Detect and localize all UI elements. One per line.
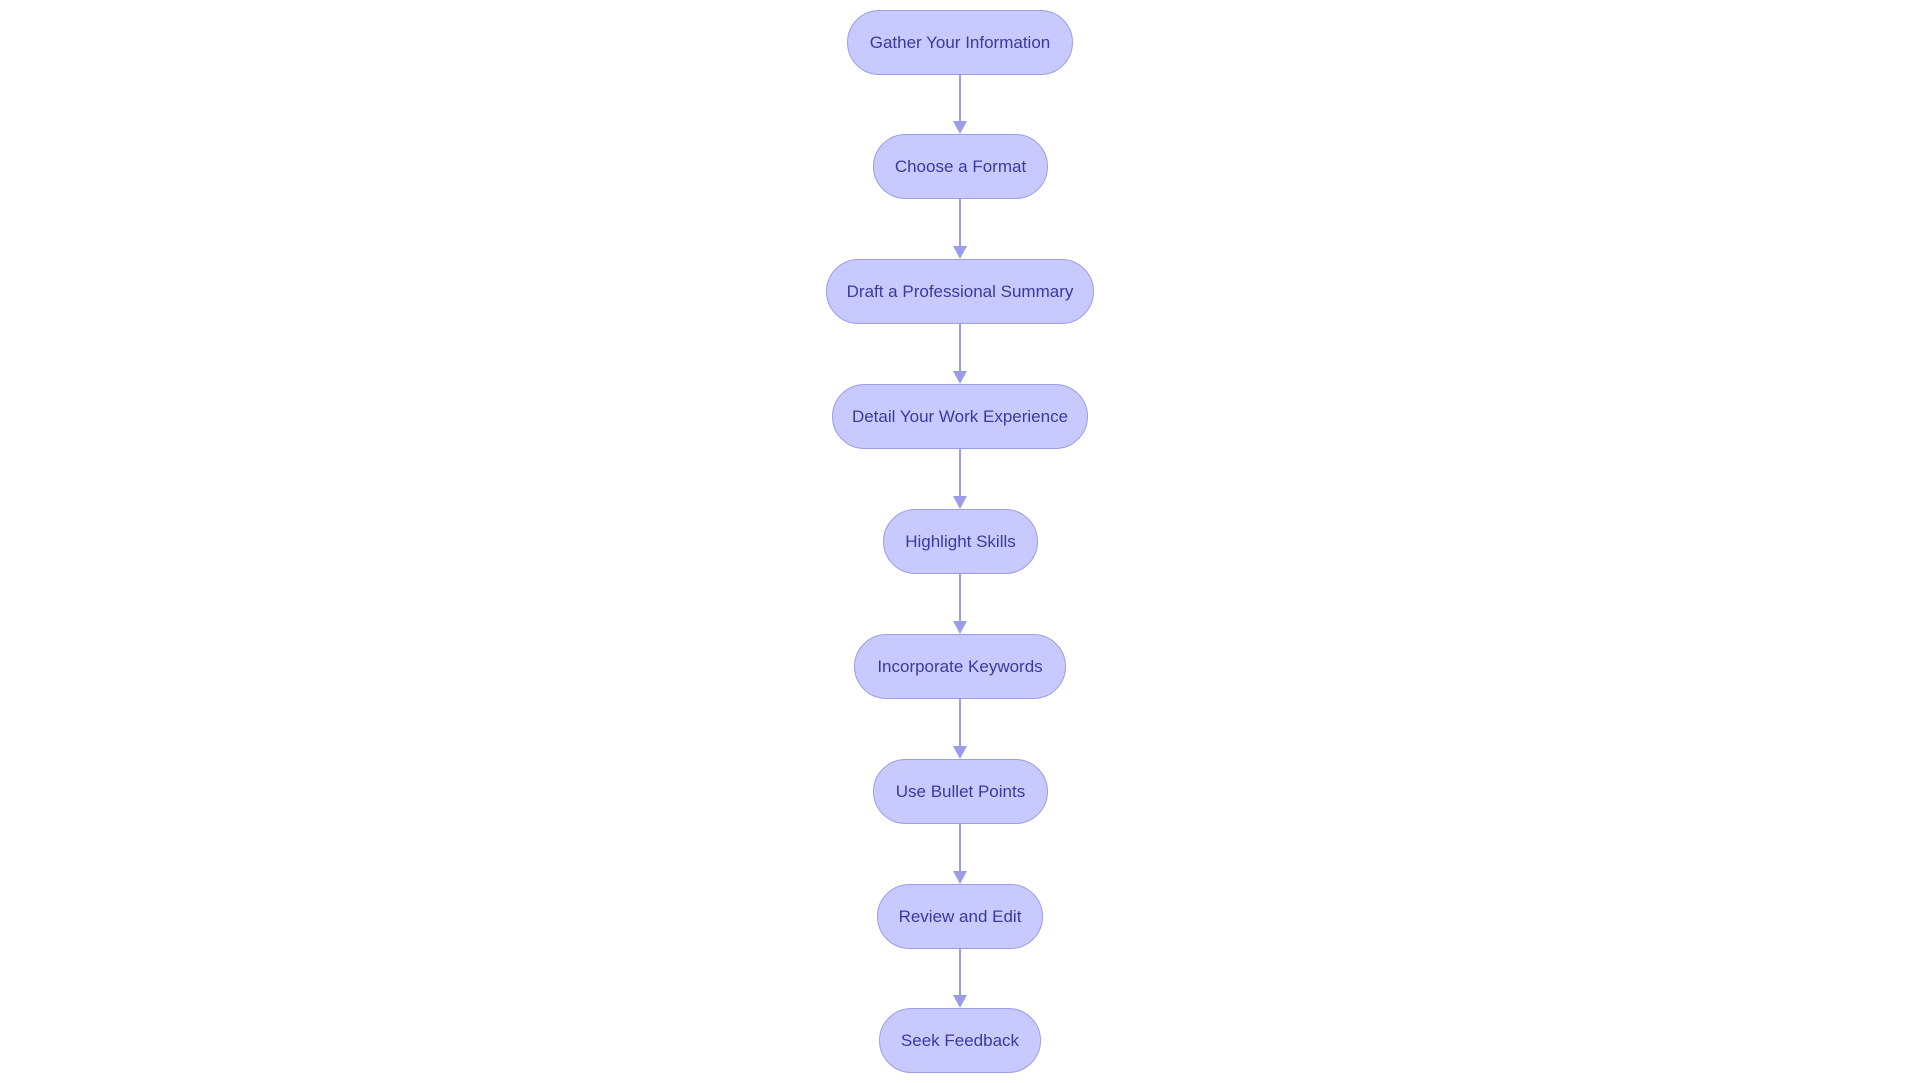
- edge-line: [959, 824, 961, 872]
- node-label: Highlight Skills: [905, 531, 1016, 551]
- edge-line: [959, 199, 961, 247]
- node-label: Gather Your Information: [869, 32, 1051, 52]
- edge-line: [959, 324, 961, 372]
- node-highlight-skills: Highlight Skills: [883, 509, 1038, 574]
- node-label: Incorporate Keywords: [877, 656, 1043, 676]
- node-gather-your-information: Gather Your Information: [847, 10, 1073, 75]
- edge-line: [959, 949, 961, 996]
- arrowhead-icon: [953, 746, 967, 759]
- node-incorporate-keywords: Incorporate Keywords: [854, 634, 1066, 699]
- node-label: Seek Feedback: [900, 1030, 1020, 1050]
- node-draft-a-professional-summary: Draft a Professional Summary: [826, 259, 1094, 324]
- node-label: Use Bullet Points: [895, 781, 1026, 801]
- arrowhead-icon: [953, 871, 967, 884]
- arrowhead-icon: [953, 121, 967, 134]
- arrowhead-icon: [953, 246, 967, 259]
- arrowhead-icon: [953, 371, 967, 384]
- edge-line: [959, 75, 961, 122]
- node-label: Review and Edit: [898, 906, 1022, 926]
- node-detail-your-work-experience: Detail Your Work Experience: [832, 384, 1088, 449]
- arrowhead-icon: [953, 621, 967, 634]
- node-label: Draft a Professional Summary: [846, 281, 1074, 301]
- node-choose-a-format: Choose a Format: [873, 134, 1048, 199]
- edge-line: [959, 449, 961, 497]
- arrowhead-icon: [953, 496, 967, 509]
- edge-line: [959, 699, 961, 747]
- node-seek-feedback: Seek Feedback: [879, 1008, 1041, 1073]
- node-label: Choose a Format: [894, 156, 1027, 176]
- node-use-bullet-points: Use Bullet Points: [873, 759, 1048, 824]
- edge-line: [959, 574, 961, 622]
- node-review-and-edit: Review and Edit: [877, 884, 1043, 949]
- node-label: Detail Your Work Experience: [851, 406, 1069, 426]
- arrowhead-icon: [953, 995, 967, 1008]
